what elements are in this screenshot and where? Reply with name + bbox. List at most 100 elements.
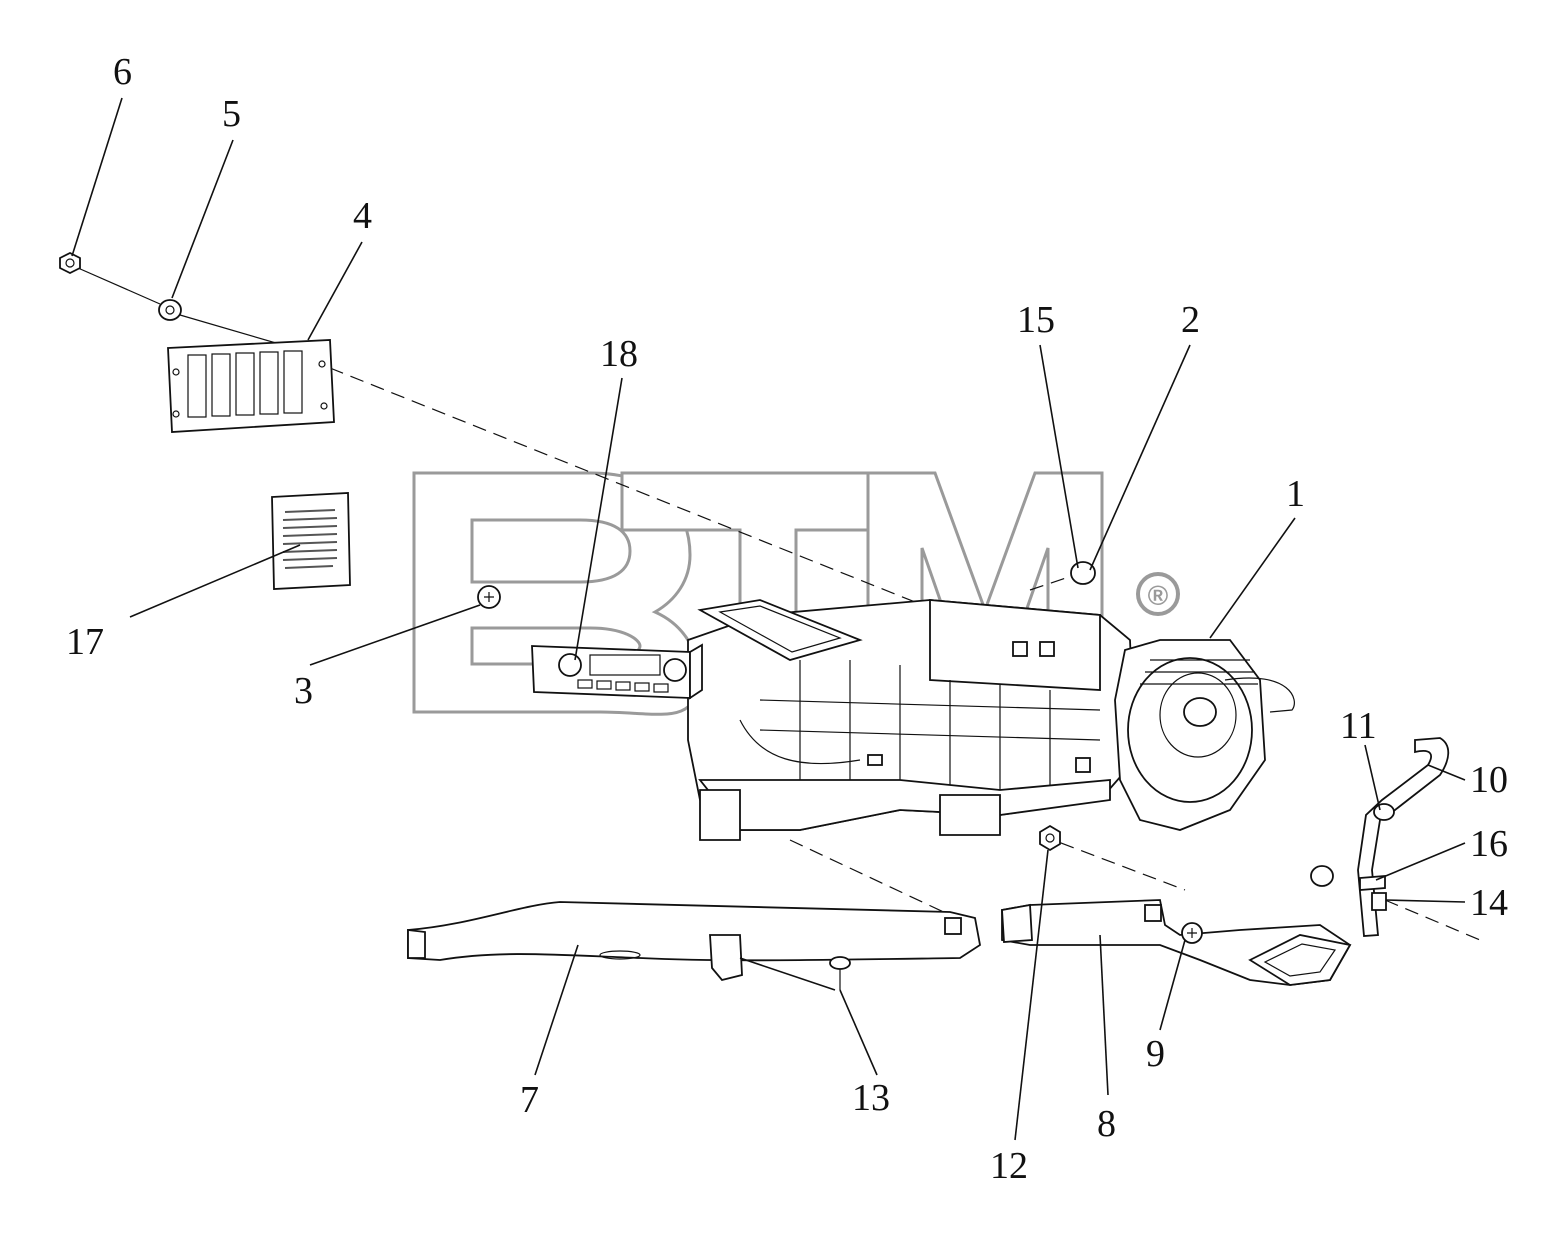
drain-tube-assembly xyxy=(1310,737,1450,937)
assembly-line-grommet xyxy=(1029,574,1076,591)
duct8-outlet-inner xyxy=(1263,943,1337,977)
panel-hole xyxy=(172,368,180,376)
duct8-outlet xyxy=(1248,934,1352,986)
washer-outer xyxy=(158,299,182,321)
nut-part xyxy=(59,251,81,275)
left-air-duct-part xyxy=(407,901,981,982)
leader-10 xyxy=(1427,764,1466,781)
callout-4: 4 xyxy=(353,195,372,237)
washer-hole xyxy=(165,305,175,315)
callout-9: 9 xyxy=(1146,1033,1165,1075)
leader-4 xyxy=(307,241,363,341)
assembly-line-duct7 xyxy=(789,839,951,916)
hvac-lower-skirt xyxy=(698,779,1111,831)
leader-1 xyxy=(1209,517,1296,639)
registered-mark: ® xyxy=(1148,580,1169,611)
assembly-line-duct8 xyxy=(1039,834,1186,891)
callout-11: 11 xyxy=(1340,705,1377,747)
nut-hex xyxy=(1039,824,1061,852)
callout-15: 15 xyxy=(1017,299,1055,341)
nut-hex xyxy=(59,251,81,275)
label-sticker-part xyxy=(271,492,351,590)
callout-7: 7 xyxy=(520,1079,539,1121)
blower-scroll xyxy=(1127,657,1253,803)
duct7-bracket xyxy=(709,934,743,982)
callout-13: 13 xyxy=(852,1077,890,1119)
bolt-part-13 xyxy=(829,956,851,990)
callout-5: 5 xyxy=(222,93,241,135)
leader-3 xyxy=(309,604,481,666)
panel-slot xyxy=(211,353,231,417)
control-knob-left xyxy=(558,653,582,677)
duct7-port xyxy=(599,950,641,960)
leader-13 xyxy=(839,989,878,1076)
leader-7 xyxy=(534,944,579,1076)
control-display xyxy=(589,654,661,676)
tube-clamp-11 xyxy=(1373,803,1395,821)
connector xyxy=(1075,757,1091,773)
blower-fan xyxy=(1159,672,1237,758)
control-panel-part xyxy=(531,643,703,700)
callout-numbers: 6 5 4 18 17 3 15 2 1 11 10 16 14 9 8 12 … xyxy=(66,51,1508,1187)
callout-1: 1 xyxy=(1286,473,1305,515)
leader-11 xyxy=(1364,744,1381,811)
grommet-part-15 xyxy=(1070,561,1096,585)
washer-part xyxy=(158,299,182,321)
duct8-clip xyxy=(1144,904,1162,922)
panel-slot xyxy=(283,350,303,414)
connector xyxy=(1012,641,1028,657)
assembly-line-panel-unit xyxy=(329,367,1011,641)
panel-slot xyxy=(259,351,279,415)
nut-hole xyxy=(65,258,75,268)
duct7-clip xyxy=(944,917,962,935)
louvered-panel-part xyxy=(167,339,335,433)
panel-hole xyxy=(318,360,326,368)
leader-14 xyxy=(1385,899,1466,903)
hvac-top-frame xyxy=(697,599,863,661)
callout-12: 12 xyxy=(990,1145,1028,1187)
grommet-body xyxy=(1070,561,1096,585)
hvac-top-frame-inner xyxy=(718,605,842,653)
screw-part-9 xyxy=(1181,922,1203,944)
callout-3: 3 xyxy=(294,670,313,712)
leader-18 xyxy=(574,377,623,661)
callout-14: 14 xyxy=(1470,882,1508,924)
callout-18: 18 xyxy=(600,333,638,375)
blower-hose xyxy=(1224,677,1295,713)
screw-cross xyxy=(484,592,494,602)
panel-hole xyxy=(172,410,180,418)
control-buttons xyxy=(577,679,669,693)
drain-tube xyxy=(1357,737,1450,937)
leader-15 xyxy=(1039,344,1079,569)
leader-13b xyxy=(739,957,836,991)
panel-slot xyxy=(187,354,207,418)
nut-part-12 xyxy=(1039,824,1061,852)
nut-hole xyxy=(1045,833,1055,843)
connector xyxy=(1039,641,1055,657)
leader-lines xyxy=(71,97,1466,1141)
hvac-ribs xyxy=(739,660,1101,790)
drain-grommet xyxy=(1310,865,1334,887)
callout-6: 6 xyxy=(113,51,132,93)
registered-mark-circle xyxy=(1136,572,1180,616)
bracket-clip-14 xyxy=(1371,892,1387,911)
right-air-duct-part xyxy=(1001,899,1352,986)
leader-9 xyxy=(1159,939,1186,1031)
leader-5 xyxy=(171,139,234,299)
callout-10: 10 xyxy=(1470,759,1508,801)
panel-hole xyxy=(320,402,328,410)
assembly-line-clip xyxy=(1384,899,1481,941)
duct8-end xyxy=(1001,903,1033,943)
panel-slot xyxy=(235,352,255,416)
callout-8: 8 xyxy=(1097,1103,1116,1145)
connector xyxy=(867,754,883,766)
control-panel-side xyxy=(689,643,703,700)
blower-ribs xyxy=(1140,659,1258,685)
screw-cross xyxy=(1187,928,1197,938)
label-sheet xyxy=(271,492,351,590)
panel-plate xyxy=(167,339,335,433)
leader-8 xyxy=(1099,934,1109,1096)
leader-12 xyxy=(1014,849,1049,1141)
leader-2 xyxy=(1089,344,1191,571)
